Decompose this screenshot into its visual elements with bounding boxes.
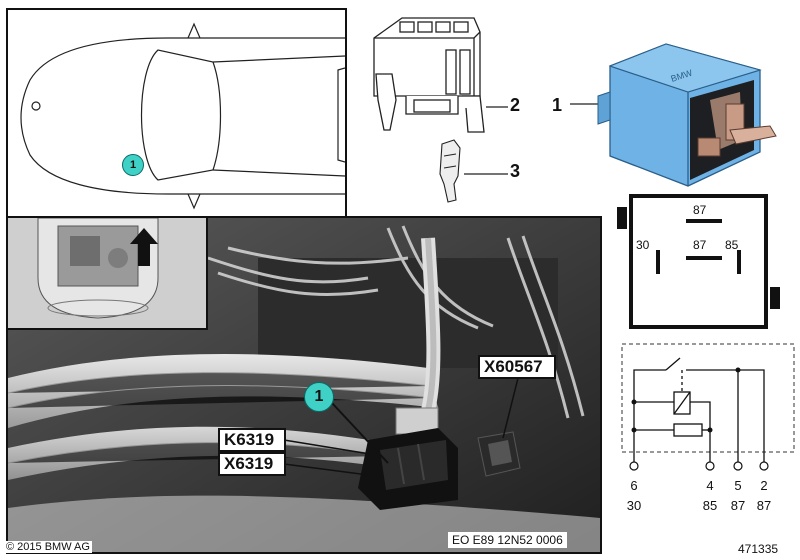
schematic-term-87a: 87 [730,498,746,513]
photo-location-badge: 1 [304,382,334,412]
pin-87-mid-bar [686,256,722,260]
inset-car-shape [37,218,159,319]
connector-x60567-shape [477,431,521,477]
car-location-panel: 1 [6,8,347,218]
car-outline [20,22,345,210]
callout-2: 2 [510,95,521,115]
label-x60567: X60567 [478,355,556,379]
photo-caption: EO E89 12N52 0006 [448,532,567,548]
callout-1: 1 [552,95,563,115]
pin-87-top-bar [686,219,722,223]
schematic-pin-6: 6 [630,478,638,493]
schematic-term-85: 85 [702,498,718,513]
location-badge: 1 [122,154,144,176]
schematic-term-87b: 87 [756,498,772,513]
pin-30-label: 30 [636,238,650,252]
label-x6319: X6319 [218,452,286,476]
relay-k6319-shape [358,428,458,510]
relay-schematic [621,343,795,471]
photo-illustration [8,218,600,552]
schematic-pin-4: 4 [706,478,714,493]
label-k6319: K6319 [218,428,286,452]
callout-3: 3 [510,161,521,181]
schematic-pin-2: 2 [760,478,768,493]
pin-87-top-label: 87 [693,203,707,217]
pin-85-label: 85 [725,238,739,252]
pin-87-mid-label: 87 [693,238,707,252]
schematic-pin-5: 5 [734,478,742,493]
inset-engine-bay [8,218,208,330]
blue-relay: BMW [570,43,777,187]
pin-30-bar [656,250,660,274]
relay-symbol-box: 87 30 87 85 [629,194,768,329]
reference-number: 471335 [738,542,779,556]
schematic-term-30: 30 [626,498,642,513]
pin-85-bar [737,250,741,274]
copyright-text: © 2015 BMW AG [4,541,92,553]
connector-housing-drawing [373,17,508,203]
installation-photo: 1 K6319 X6319 X60567 EO E89 12N52 0006 [6,216,602,554]
symbol-tab-left [617,207,627,229]
symbol-tab-right [770,287,780,309]
